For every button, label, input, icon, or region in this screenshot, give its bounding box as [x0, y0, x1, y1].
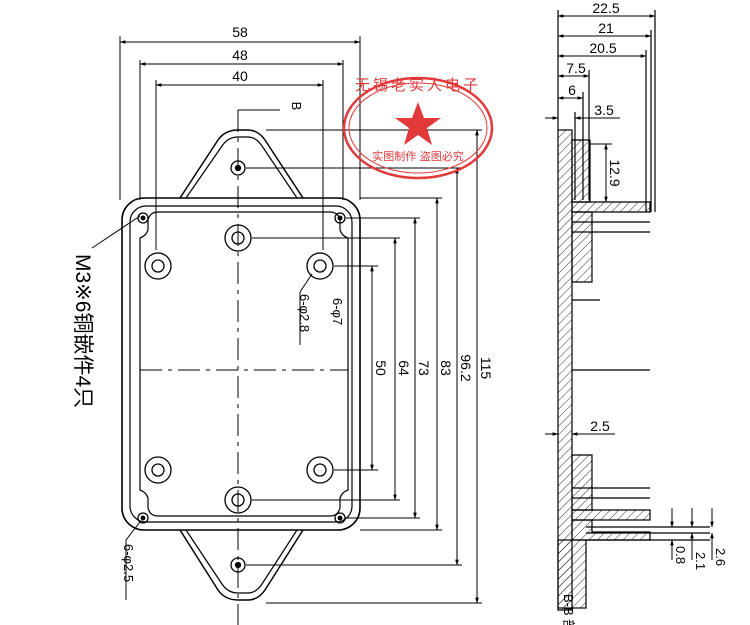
corner-hole-leader [125, 521, 141, 600]
top-flange [179, 129, 304, 199]
dim-0-8: 0.8 [673, 546, 688, 564]
hole-leader [299, 273, 313, 345]
note-hole-phi7: 6-φ7 [330, 298, 345, 325]
corner-hole-br [334, 512, 346, 524]
dim-21: 21 [598, 20, 614, 36]
dim-115: 115 [478, 357, 494, 380]
section-label-bb: B-B 剖面 [561, 594, 576, 625]
wall-top [571, 201, 651, 213]
dim-22-5: 22.5 [592, 0, 619, 16]
dim-64: 64 [396, 360, 412, 376]
dim-2-6: 2.6 [713, 548, 728, 566]
base-wall [557, 129, 573, 611]
front-top-dimensions [119, 36, 361, 250]
side-view [557, 10, 710, 611]
stamp-star-icon [395, 102, 441, 145]
boss-right-lower [306, 456, 334, 484]
stamp-notice: 实图制作 盗图必究 [372, 149, 464, 163]
hole-top-flange [230, 160, 246, 176]
bottom-flange [179, 529, 304, 601]
watermark-stamp: 无锡老实人电子 实图制作 盗图必究 [342, 76, 494, 180]
dim-48: 48 [232, 47, 248, 63]
dim-6: 6 [568, 82, 576, 98]
corner-hole-tr [334, 212, 346, 224]
boss-left-lower [144, 456, 172, 484]
boss-top-center [224, 224, 252, 252]
dim-2-1: 2.1 [693, 552, 708, 570]
front-right-dimensions [246, 129, 482, 604]
front-view [121, 109, 361, 625]
stamp-company: 无锡老实人电子 [355, 76, 481, 94]
hole-bottom-flange [230, 557, 246, 573]
enclosure-lid [139, 211, 349, 517]
mounting-holes [137, 160, 346, 573]
corner-hole-bl [137, 512, 149, 524]
side-dimensions [545, 14, 714, 560]
dim-73: 73 [416, 360, 432, 376]
dim-20-5: 20.5 [589, 40, 616, 56]
boss-left-upper [144, 252, 172, 280]
boss-bottom-center [224, 486, 252, 514]
wall-bottom [571, 509, 651, 521]
dim-12-9: 12.9 [607, 159, 623, 186]
dim-58: 58 [232, 24, 248, 40]
note-hole-phi2-8: 6-φ2.8 [297, 294, 312, 332]
note-m3-insert: M3※6铜嵌件4只 [71, 254, 94, 408]
section-mark-b: B [289, 102, 304, 111]
boss-right-upper [306, 252, 334, 280]
dim-40: 40 [232, 68, 248, 84]
dim-3-5: 3.5 [594, 102, 614, 118]
dim-83: 83 [438, 360, 454, 376]
dim-7-5: 7.5 [566, 60, 586, 76]
m3-leader [91, 215, 141, 249]
enclosure-outer [121, 197, 361, 531]
note-hole-phi2-5: 6-φ2.5 [121, 544, 136, 582]
corner-hole-tl [137, 212, 149, 224]
dim-50: 50 [373, 360, 389, 376]
dim-2-5: 2.5 [590, 418, 610, 434]
dim-96-2: 96.2 [458, 354, 474, 381]
